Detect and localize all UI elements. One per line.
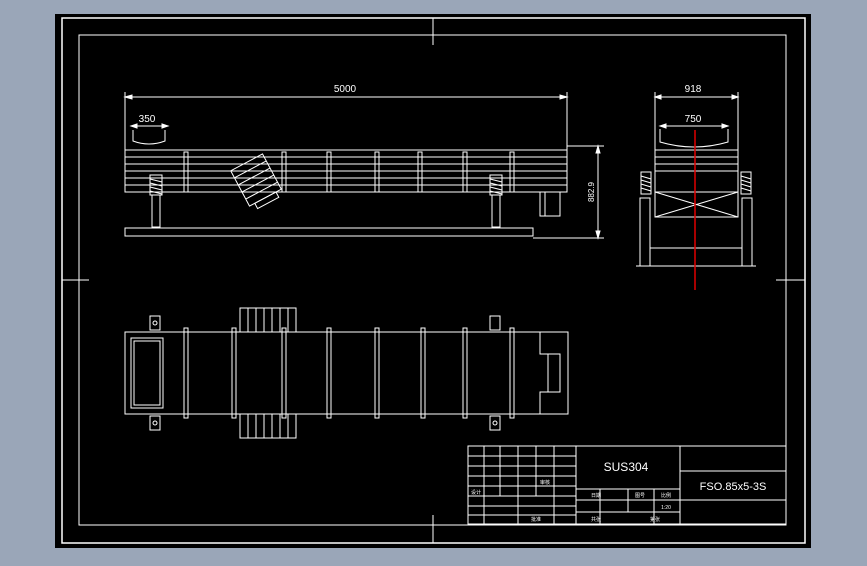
support-leg-left	[151, 194, 161, 228]
tb-label-review: 审核	[540, 479, 550, 486]
vibration-motor	[230, 153, 282, 210]
dimension-inlet-offset: 350	[129, 114, 170, 145]
dimension-inner-width: 750	[658, 114, 730, 148]
centering-marks	[62, 18, 805, 543]
tb-label-date: 日期	[591, 493, 601, 499]
motor-top-plan	[239, 307, 297, 333]
front-elevation-view: 5000 350	[123, 84, 604, 240]
tb-label-sheets: 共张	[591, 516, 601, 523]
dimension-height: 882.9	[533, 144, 604, 240]
drawing-sheet	[55, 14, 811, 548]
base-frame	[124, 227, 534, 237]
tb-label-approve: 批准	[531, 516, 541, 523]
tb-label-sheet-no: 第张	[650, 516, 660, 523]
outlet-plan	[539, 332, 561, 414]
material-label: SUS304	[604, 460, 649, 474]
plan-view	[124, 307, 569, 439]
dimension-label-width: 918	[685, 84, 702, 95]
side-elevation-view: 918 750	[636, 84, 756, 290]
support-leg-right	[491, 194, 501, 228]
dimension-label-inlet: 350	[139, 114, 156, 125]
motor-bottom-plan	[239, 413, 297, 439]
plan-stiffeners	[183, 327, 515, 419]
dimension-label-inner-width: 750	[685, 114, 702, 125]
title-block: SUS304 FSO.85x5-3S 1:20 设计 审核 批准 日期 比例 图…	[467, 445, 787, 525]
tb-label-drawing-no: 图号	[635, 493, 645, 499]
dimension-total-width: 918	[653, 84, 740, 150]
dimension-label-height: 882.9	[587, 181, 596, 202]
drawing-number: FSO.85x5-3S	[700, 481, 767, 493]
dimension-total-length: 5000	[123, 84, 569, 150]
outlet-chute	[539, 191, 561, 217]
tb-label-scale: 比例	[661, 492, 671, 499]
trough-stiffeners	[183, 151, 515, 193]
inlet-hopper	[130, 337, 164, 409]
dimension-label-length: 5000	[334, 84, 357, 95]
scale-value: 1:20	[661, 505, 671, 511]
tb-label-designer: 设计	[471, 489, 481, 496]
